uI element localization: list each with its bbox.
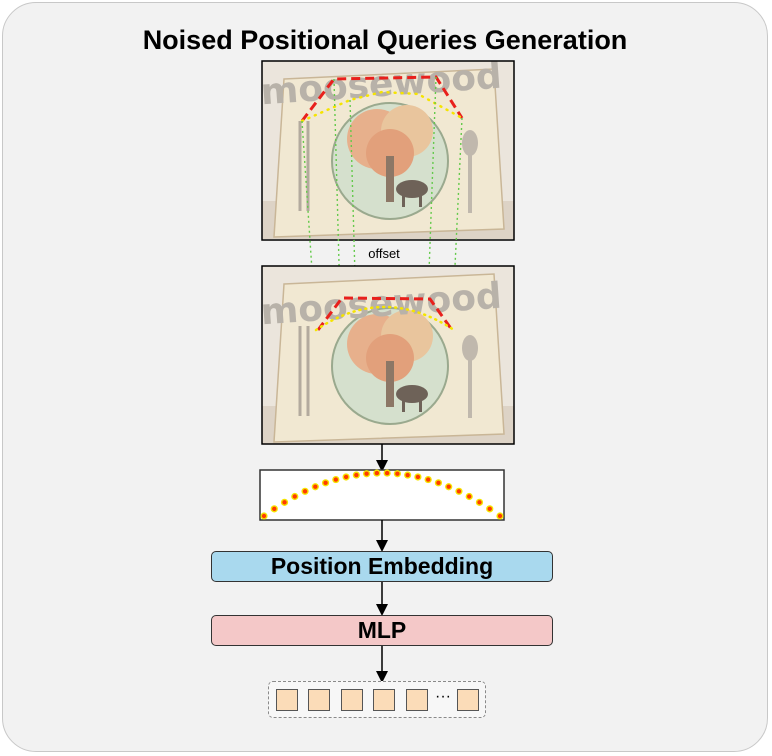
curve-point <box>415 474 421 480</box>
curve-point <box>313 484 318 489</box>
curve-dots-bottom <box>314 305 456 332</box>
curve-dots-top <box>300 90 464 123</box>
curve-point <box>343 474 349 480</box>
curve-point <box>477 500 482 505</box>
sign-image-top: moosewood <box>259 56 516 241</box>
mlp-box: MLP <box>211 615 553 646</box>
polygon-outline-bottom <box>316 296 454 331</box>
query-tokens: ··· <box>268 681 486 718</box>
curve-points-box <box>259 469 505 521</box>
curve-point <box>302 489 308 494</box>
curve-point <box>354 472 359 478</box>
query-token <box>341 689 363 711</box>
curve-point <box>436 480 441 486</box>
curve-point <box>467 494 472 499</box>
figure-title: Noised Positional Queries Generation <box>142 25 628 55</box>
query-token <box>457 689 479 711</box>
curve-point <box>333 477 339 482</box>
curve-point <box>384 470 390 476</box>
curve-point <box>456 489 462 494</box>
curve-point <box>292 494 297 499</box>
curve-point <box>405 472 410 478</box>
curve-point <box>272 506 277 512</box>
curve-point <box>282 500 287 505</box>
query-token <box>308 689 330 711</box>
curve-point <box>374 470 380 476</box>
curve-point <box>395 471 400 476</box>
position-embedding-box: Position Embedding <box>211 551 553 582</box>
offset-label: offset <box>368 246 400 261</box>
curve-point <box>487 506 492 512</box>
curve-point <box>446 484 451 489</box>
curve-point <box>323 480 328 486</box>
curve-point <box>425 477 431 482</box>
curve-point <box>364 471 369 476</box>
query-token <box>406 689 428 711</box>
curve-dots-sampled <box>260 469 504 520</box>
curve-point <box>497 513 503 519</box>
polygon-outline-top <box>300 75 464 122</box>
tokens-ellipsis: ··· <box>435 688 451 705</box>
sign-image-bottom: moosewood <box>259 264 516 446</box>
query-token <box>276 689 298 711</box>
query-token <box>373 689 395 711</box>
curve-point <box>261 513 267 519</box>
